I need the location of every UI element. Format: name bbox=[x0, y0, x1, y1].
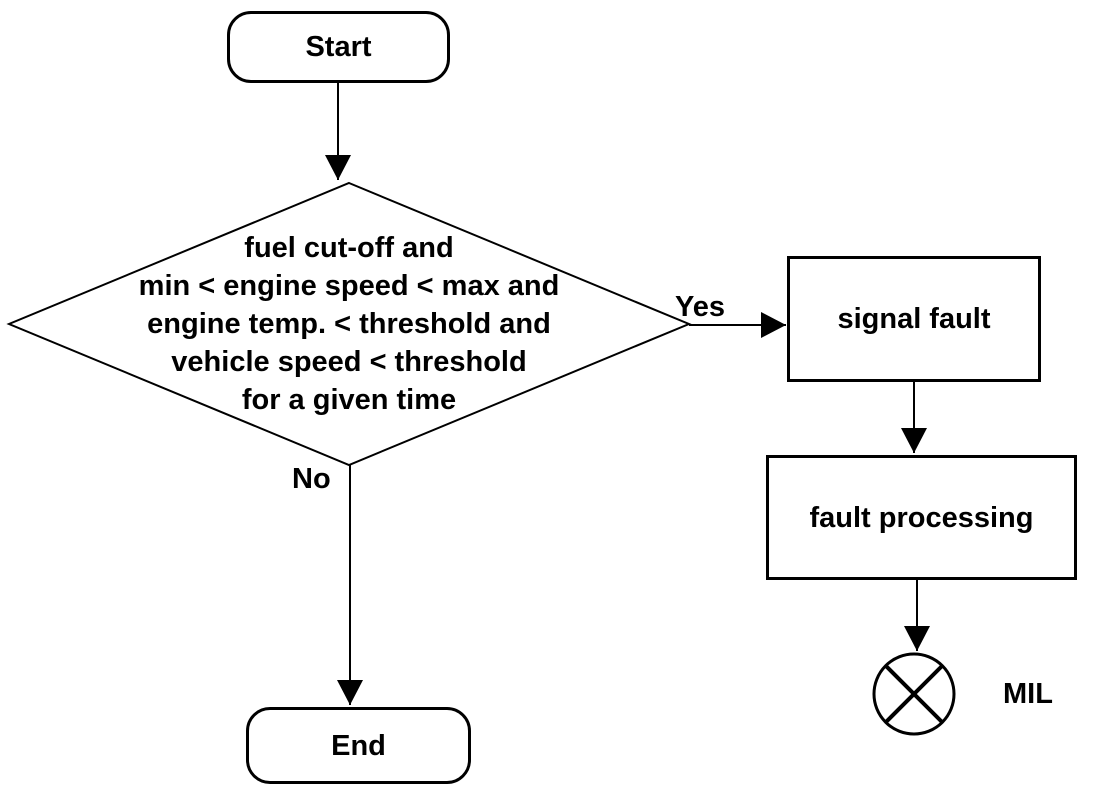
signal-fault-node: signal fault bbox=[787, 256, 1041, 382]
mil-indicator-label: MIL bbox=[1003, 678, 1053, 710]
edge-label-yes: Yes bbox=[675, 291, 725, 323]
decision-node: fuel cut-off and min < engine speed < ma… bbox=[9, 183, 689, 465]
decision-node-label: fuel cut-off and min < engine speed < ma… bbox=[138, 232, 560, 416]
fault-processing-node-label: fault processing bbox=[809, 501, 1034, 534]
start-node-label: Start bbox=[305, 31, 372, 63]
start-node: Start bbox=[227, 11, 450, 83]
edge-label-no: No bbox=[292, 463, 331, 495]
signal-fault-node-label: signal fault bbox=[837, 303, 991, 335]
mil-lamp-cross-line-2 bbox=[883, 663, 945, 725]
end-node: End bbox=[246, 707, 471, 784]
fault-processing-node: fault processing bbox=[766, 455, 1077, 580]
end-node-label: End bbox=[331, 729, 386, 762]
